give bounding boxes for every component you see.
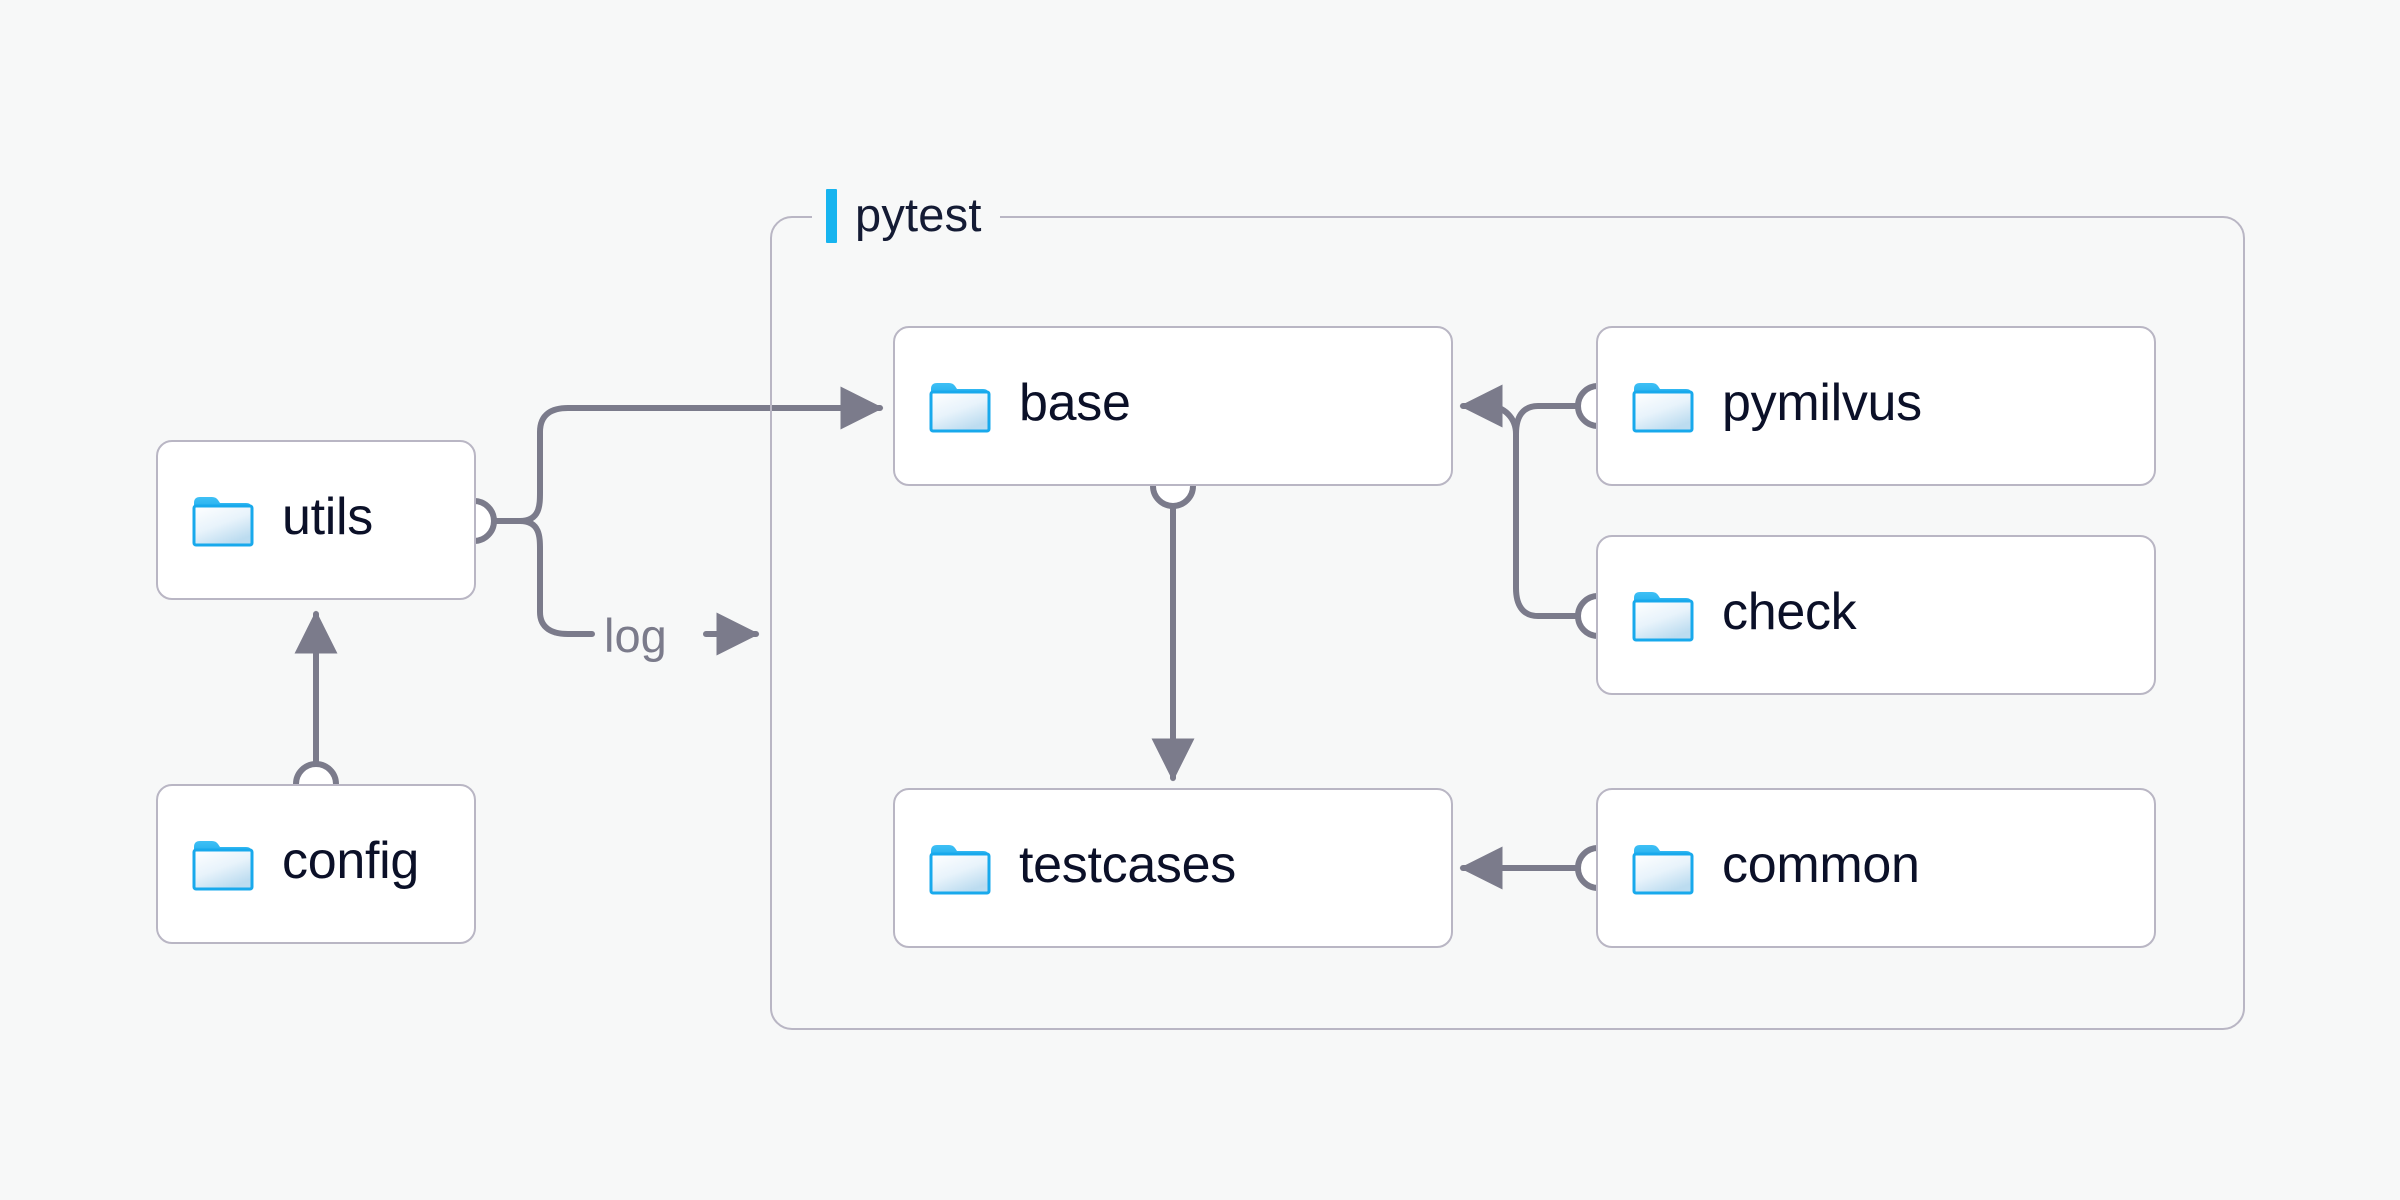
folder-icon: [929, 383, 991, 433]
node-label: common: [1722, 836, 1920, 894]
edge-merge-to-base: [1459, 384, 1519, 437]
folder-icon: [192, 841, 254, 891]
node-pymilvus[interactable]: pymilvus: [1596, 326, 2156, 486]
group-pytest[interactable]: [770, 216, 2245, 1030]
edge-utils-log: [517, 518, 595, 637]
node-common[interactable]: common: [1596, 788, 2156, 948]
node-base[interactable]: base: [893, 326, 1453, 486]
group-pytest-label: pytest: [812, 188, 1000, 244]
folder-icon: [1632, 592, 1694, 642]
folder-icon: [1632, 845, 1694, 895]
node-label: testcases: [1019, 836, 1236, 894]
node-label: check: [1722, 583, 1857, 641]
node-label: utils: [282, 488, 373, 546]
edge-label-log: log: [604, 609, 667, 662]
edge-utils-base: [517, 386, 884, 524]
edge-pymilvus-trunk: [1513, 403, 1581, 619]
folder-icon: [929, 845, 991, 895]
node-utils[interactable]: utils: [156, 440, 476, 600]
accent-bar-icon: [826, 189, 837, 243]
node-label: config: [282, 832, 419, 890]
folder-icon: [192, 497, 254, 547]
folder-icon: [1632, 383, 1694, 433]
node-label: pymilvus: [1722, 374, 1922, 432]
node-check[interactable]: check: [1596, 535, 2156, 695]
node-testcases[interactable]: testcases: [893, 788, 1453, 948]
node-config[interactable]: config: [156, 784, 476, 944]
group-label-text: pytest: [855, 187, 982, 241]
node-label: base: [1019, 374, 1131, 432]
